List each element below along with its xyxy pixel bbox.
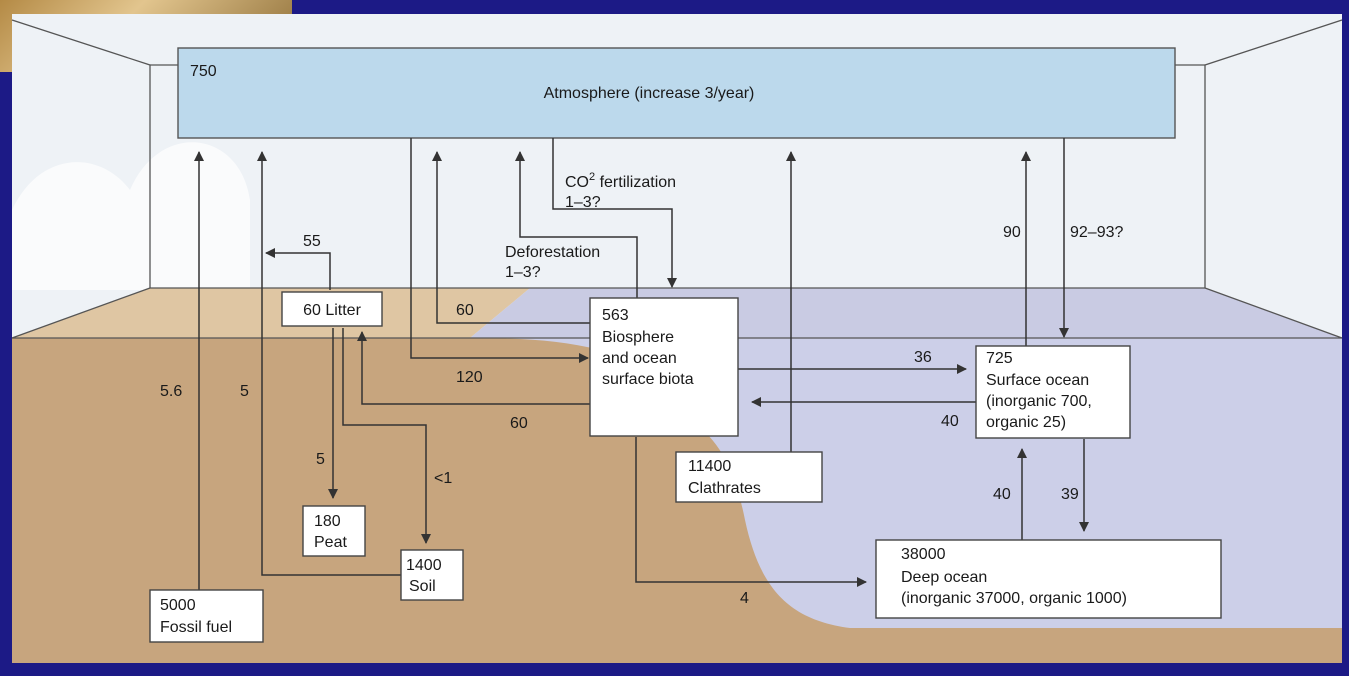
deep-ocean-line2: (inorganic 37000, organic 1000): [901, 590, 1127, 607]
atmosphere-label: Atmosphere (increase 3/year): [544, 85, 755, 102]
flow-label-90: 90: [1003, 224, 1021, 241]
deep-ocean-line1: Deep ocean: [901, 569, 987, 586]
fossil-fuel-value: 5000: [160, 597, 196, 614]
flow-label-soil-respiration: 5: [240, 383, 249, 400]
fossil-fuel-reservoir: 5000 Fossil fuel: [149, 589, 264, 643]
arrow-soil-to-atmosphere: [257, 151, 403, 576]
flow-label-60-litterfall: 60: [510, 415, 528, 432]
flow-label-60-land: 60: [456, 302, 474, 319]
flow-label-peat: 5: [316, 451, 325, 468]
arrow-litter-to-soil: [342, 328, 431, 544]
fossil-fuel-label: Fossil fuel: [160, 619, 232, 636]
biosphere-line1: Biosphere: [602, 329, 674, 346]
deep-ocean-reservoir: 38000 Deep ocean (inorganic 37000, organ…: [875, 539, 1222, 619]
arrow-atmosphere-to-biosphere-120: [410, 138, 589, 363]
clathrates-reservoir: 11400 Clathrates: [675, 451, 823, 503]
surface-ocean-line2: (inorganic 700,: [986, 393, 1092, 410]
arrow-biosphere-to-litter: [357, 331, 590, 405]
flow-label-92-93: 92–93?: [1070, 224, 1123, 241]
land-surface-top: [12, 288, 530, 338]
surface-ocean-value: 725: [986, 350, 1013, 367]
arrow-land-to-atmosphere-60: [432, 151, 590, 324]
biosphere-value: 563: [602, 307, 629, 324]
peat-label: Peat: [314, 534, 347, 551]
flow-label-36: 36: [914, 349, 932, 366]
flow-labels: CO2 fertilization 1–3? Deforestation 1–3…: [160, 171, 1123, 607]
biosphere-reservoir: 563 Biosphere and ocean surface biota: [589, 297, 739, 437]
perspective-lines: [11, 19, 1343, 339]
soil-value: 1400: [406, 557, 442, 574]
atmosphere-reservoir: 750 Atmosphere (increase 3/year): [177, 47, 1176, 139]
flow-label-120: 120: [456, 369, 483, 386]
atmosphere-value: 750: [190, 63, 217, 80]
deep-ocean-value: 38000: [901, 546, 946, 563]
flow-label-4: 4: [740, 590, 749, 607]
biosphere-line2: and ocean: [602, 350, 677, 367]
surface-ocean-reservoir: 725 Surface ocean (inorganic 700, organi…: [975, 345, 1131, 439]
soil-label: Soil: [409, 578, 436, 595]
flow-label-40-return: 40: [941, 413, 959, 430]
co2-fertilization-label: CO2 fertilization: [565, 171, 676, 191]
flow-label-fossil: 5.6: [160, 383, 182, 400]
surface-ocean-line1: Surface ocean: [986, 372, 1089, 389]
peat-value: 180: [314, 513, 341, 530]
flow-label-39: 39: [1061, 486, 1079, 503]
fertilization-word: fertilization: [595, 174, 676, 191]
arrow-deforestation: [515, 151, 638, 298]
flow-label-55: 55: [303, 233, 321, 250]
clathrates-value: 11400: [688, 458, 731, 475]
surface-ocean-line3: organic 25): [986, 414, 1066, 431]
litter-label: 60 Litter: [303, 302, 361, 319]
deforestation-label: Deforestation: [505, 244, 600, 261]
biosphere-line3: surface biota: [602, 371, 694, 388]
peat-reservoir: 180 Peat: [302, 505, 366, 557]
arrow-biosphere-to-deep-ocean: [635, 437, 867, 587]
soil-reservoir: 1400 Soil: [400, 549, 464, 601]
arrow-co2-fertilization: [552, 138, 677, 288]
clathrates-label: Clathrates: [688, 480, 761, 497]
litter-reservoir: 60 Litter: [281, 291, 383, 327]
deforestation-value: 1–3?: [505, 264, 541, 281]
flow-arrows: [194, 138, 1089, 590]
co2-superscript: 2: [589, 171, 595, 183]
flow-label-40-upwelling: 40: [993, 486, 1011, 503]
arrow-litter-to-atmosphere-55: [265, 248, 331, 290]
co2-fertilization-value: 1–3?: [565, 194, 601, 211]
cloud-shapes: [12, 142, 250, 290]
flow-label-soil: <1: [434, 470, 452, 487]
co2-base: CO: [565, 174, 589, 191]
